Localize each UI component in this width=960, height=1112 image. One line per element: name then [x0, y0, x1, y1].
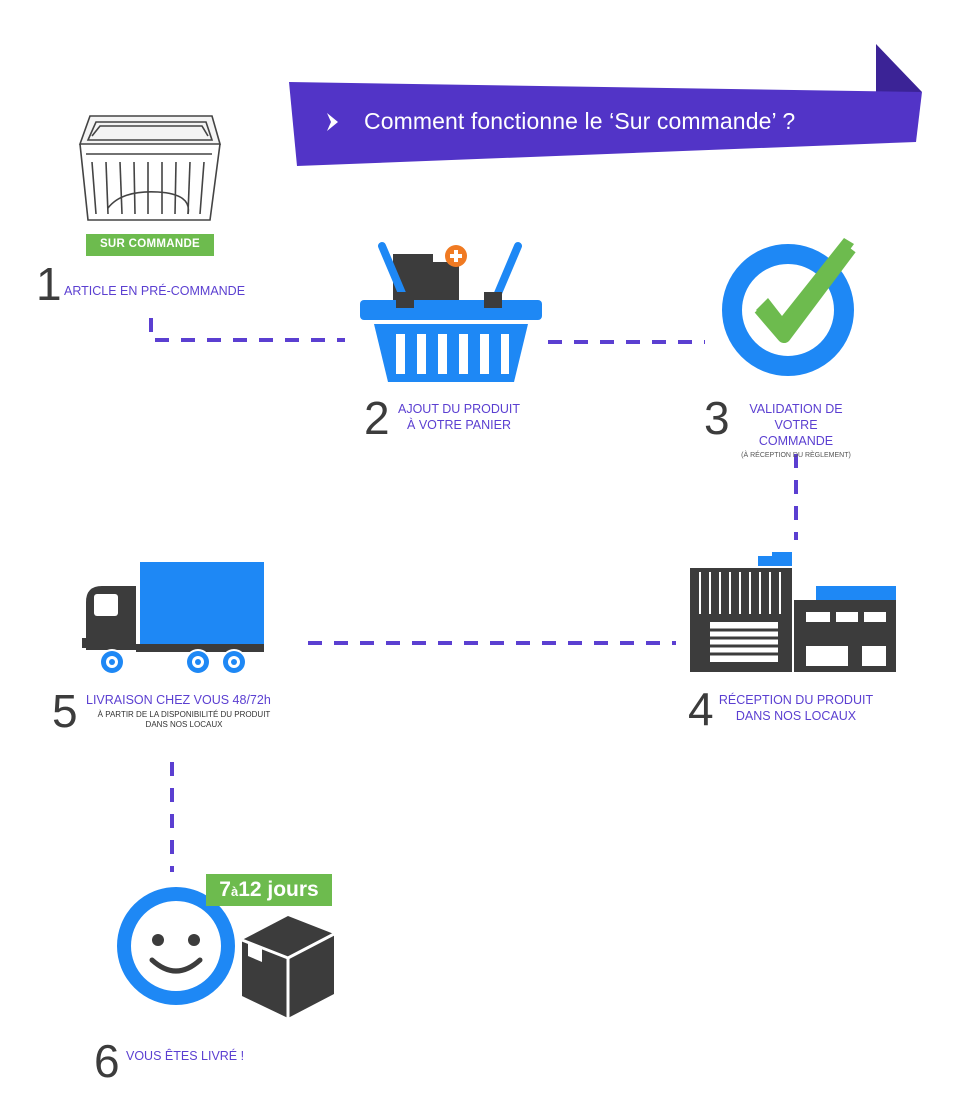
- banner-title: Comment fonctionne le ‘Sur commande’ ?: [364, 108, 796, 134]
- delivery-time-min: 7: [219, 878, 231, 901]
- banner-fold: [876, 44, 922, 92]
- smiley-icon: [117, 887, 335, 1018]
- delivery-time-sep: à: [230, 884, 239, 899]
- food-container-icon: [78, 115, 222, 256]
- delivery-time-badge: 7à12 jours: [206, 874, 332, 906]
- step-6-label: VOUS ÊTES LIVRÉ !: [126, 1049, 245, 1063]
- delivery-time-max: 12 jours: [238, 878, 319, 901]
- step-1-label: ARTICLE EN PRÉ-COMMANDE: [64, 284, 246, 298]
- step-5-note-line1: À PARTIR DE LA DISPONIBILITÉ DU PRODUIT: [97, 710, 271, 719]
- step-3-label: VALIDATION DE VOTRE COMMANDE (À RÉCEPTIO…: [728, 401, 864, 461]
- step-1-number: 1: [36, 258, 62, 310]
- step-4-number: 4: [688, 683, 714, 735]
- step-3-note: (À RÉCEPTION DU RÈGLEMENT): [741, 452, 851, 459]
- banner-ribbon: [289, 82, 922, 166]
- banner: [289, 44, 922, 166]
- step-3-number: 3: [704, 392, 730, 444]
- wheel-icon: [99, 649, 247, 675]
- step-5-note-line2: DANS NOS LOCAUX: [145, 720, 223, 729]
- step-3-label-line2: COMMANDE: [758, 434, 834, 448]
- connector-1-2: [149, 318, 345, 342]
- check-circle-icon: [722, 238, 856, 376]
- step-4-label-line2: DANS NOS LOCAUX: [735, 709, 857, 723]
- delivery-truck-icon: [82, 562, 264, 675]
- step-2-label-line1: AJOUT DU PRODUIT: [398, 402, 520, 416]
- step-5-number: 5: [52, 685, 78, 737]
- step-3-label-line1: VALIDATION DE VOTRE: [749, 402, 843, 432]
- step-5-label: LIVRAISON CHEZ VOUS 48/72h: [86, 693, 271, 707]
- shopping-basket-icon: [360, 242, 542, 382]
- chevron-right-icon: [327, 113, 338, 131]
- step-5-note: À PARTIR DE LA DISPONIBILITÉ DU PRODUIT …: [86, 710, 282, 730]
- warehouse-icon: [690, 552, 896, 672]
- step-2-label: AJOUT DU PRODUIT À VOTRE PANIER: [394, 401, 524, 433]
- step-6-number: 6: [94, 1035, 120, 1087]
- step-2-label-line2: À VOTRE PANIER: [407, 418, 511, 432]
- sur-commande-badge: SUR COMMANDE: [99, 238, 201, 250]
- package-icon: [241, 916, 335, 1018]
- step-4-label: RÉCEPTION DU PRODUIT DANS NOS LOCAUX: [714, 692, 878, 724]
- step-2-number: 2: [364, 392, 390, 444]
- step-4-label-line1: RÉCEPTION DU PRODUIT: [718, 693, 874, 707]
